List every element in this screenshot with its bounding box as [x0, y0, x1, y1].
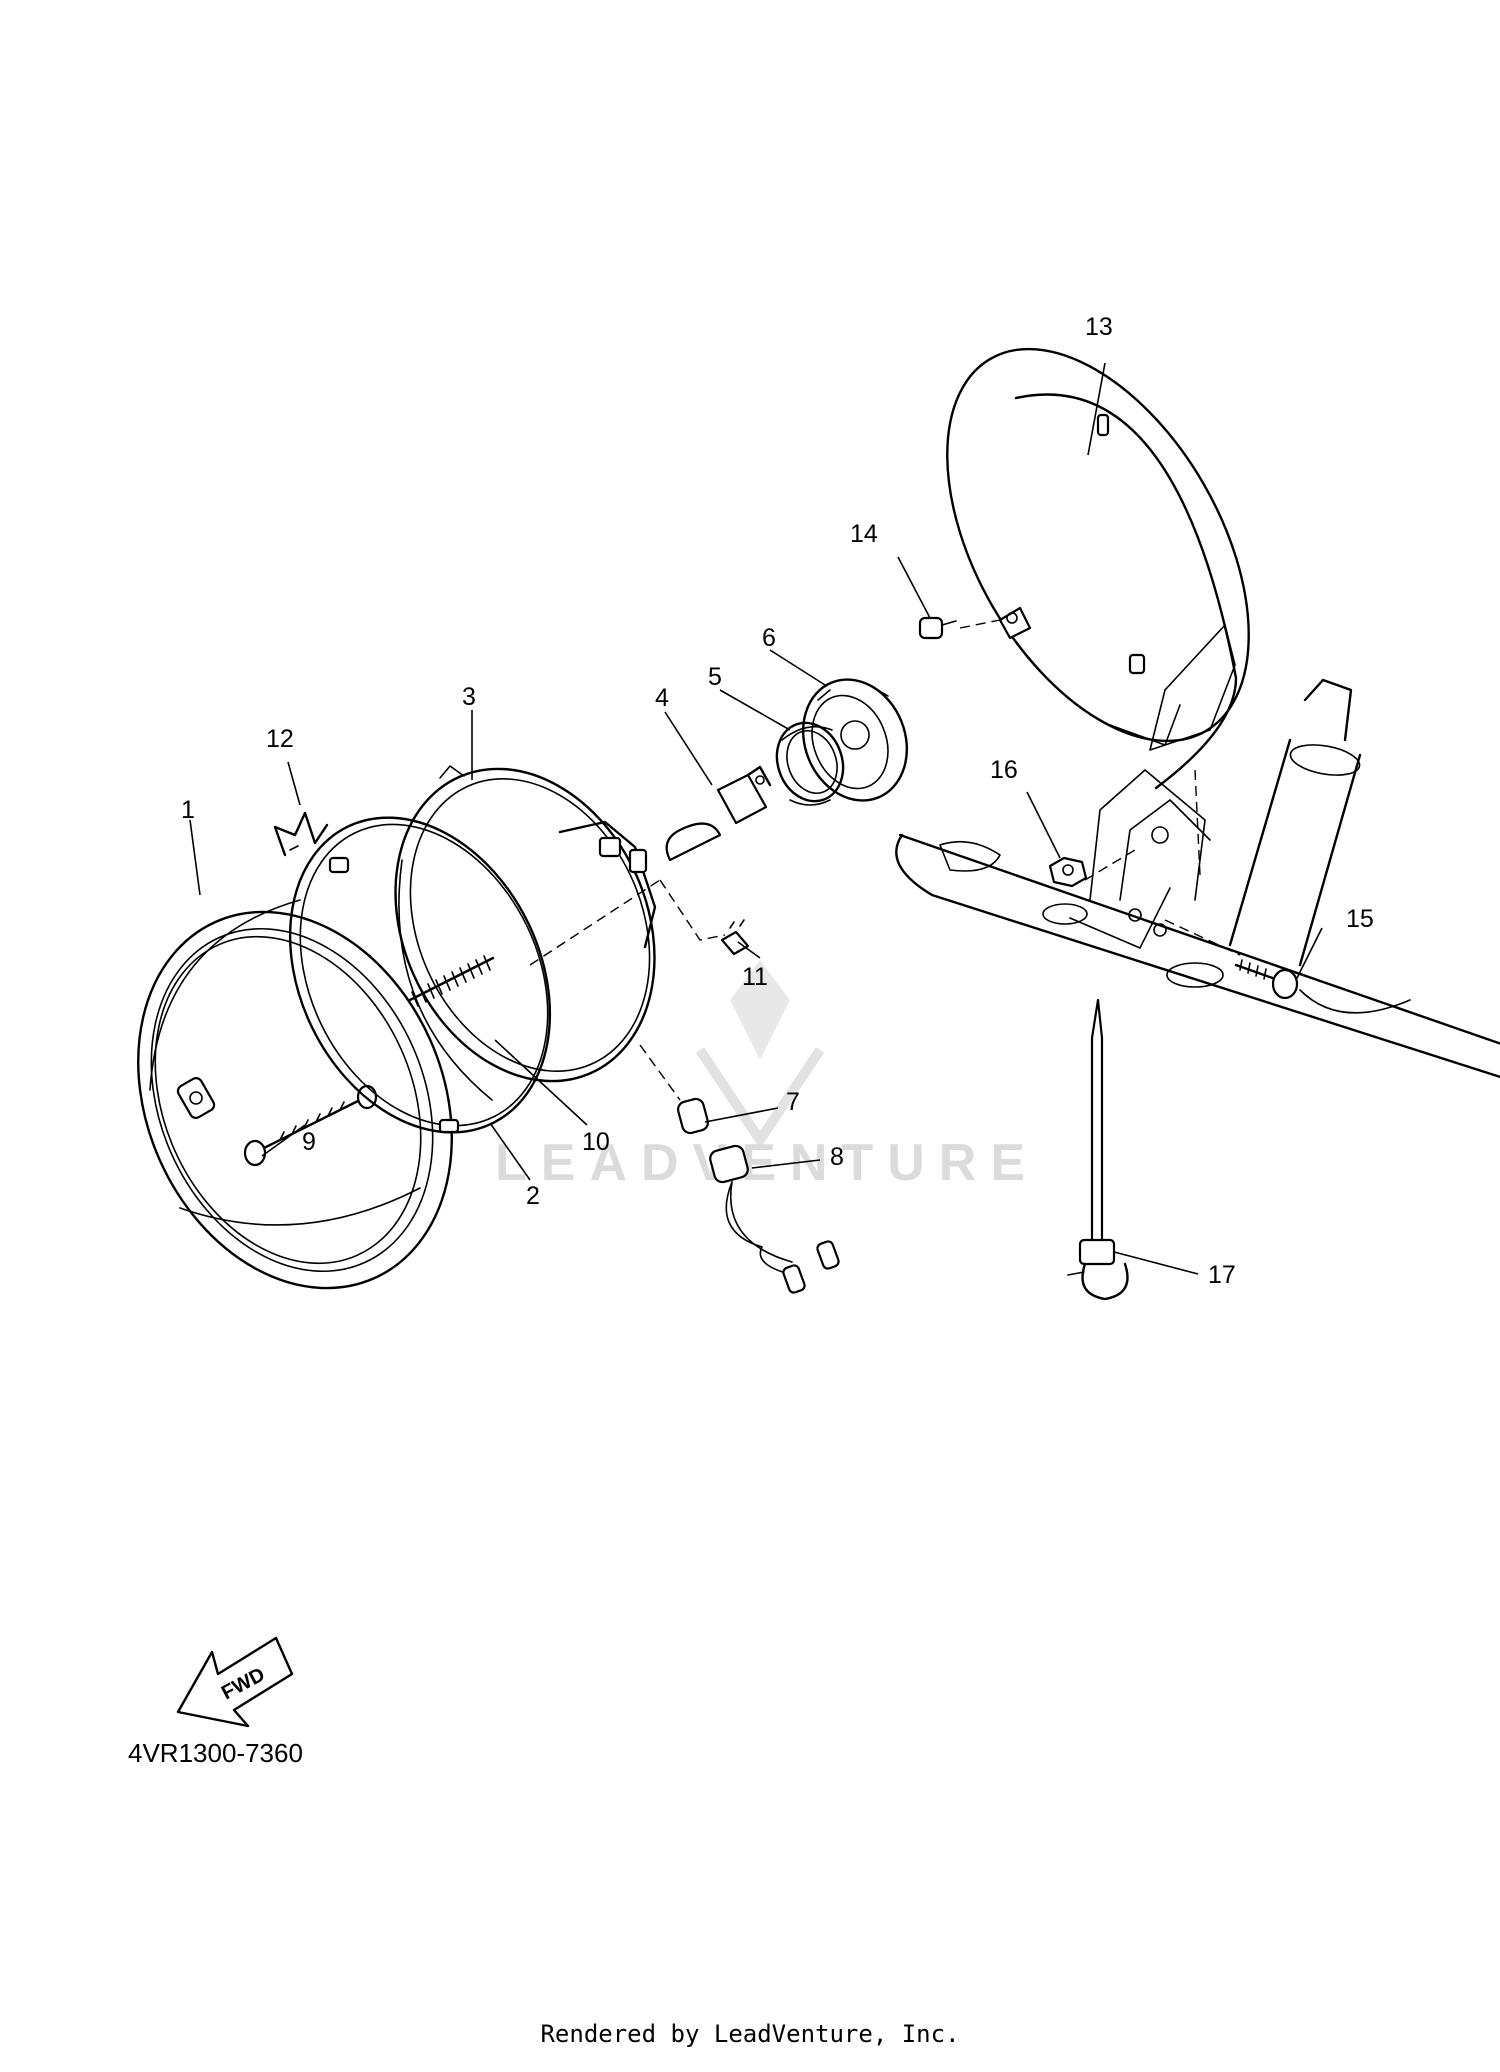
part-4-bulb: [665, 765, 772, 862]
part-17-cable-tie: [1067, 998, 1129, 1301]
fwd-arrow-icon: FWD: [176, 1636, 294, 1728]
part-6-socket-cover: [801, 678, 909, 802]
callouts: 1 2 3 4 5 6 7 8 9 10 11 12 13 14 15 16 1…: [181, 313, 1374, 1289]
callout-9: 9: [302, 1128, 316, 1156]
part-11-clip: [720, 919, 750, 956]
assembly-line-13: [1194, 769, 1201, 876]
part-3-headlight-unit: [394, 765, 657, 1101]
part-16-nut: [1048, 856, 1088, 888]
callout-5: 5: [708, 663, 722, 691]
fork-tube: [1228, 678, 1411, 1014]
frame-bracket: [895, 769, 1500, 1079]
callout-6: 6: [762, 624, 776, 652]
callout-10: 10: [582, 1128, 610, 1156]
part-12-clip: [273, 811, 329, 857]
callout-12: 12: [266, 725, 294, 753]
part-13-housing: [946, 347, 1250, 790]
assembly-line-11: [659, 879, 726, 941]
part-7-bulb: [676, 1097, 710, 1135]
part-5-socket-ring: [775, 721, 845, 806]
render-credit: Rendered by LeadVenture, Inc.: [540, 2020, 960, 2048]
part-2-ring: [288, 816, 552, 1134]
assembly-line-16: [1084, 849, 1136, 881]
callout-3: 3: [462, 683, 476, 711]
assembly-line-14: [959, 619, 1001, 629]
callout-1: 1: [181, 796, 195, 824]
callout-4: 4: [655, 684, 669, 712]
callout-2: 2: [526, 1182, 540, 1210]
watermark-text: LEADVENTURE: [495, 1134, 1039, 1192]
callout-7: 7: [786, 1088, 800, 1116]
assembly-line-socket: [639, 1044, 681, 1101]
callout-16: 16: [990, 756, 1018, 784]
assembly-line-15: [1164, 919, 1241, 956]
diagram-code: 4VR1300-7360: [128, 1738, 303, 1768]
part-10-spring: [408, 955, 495, 1007]
callout-17: 17: [1208, 1261, 1236, 1289]
assembly-line-bulb: [529, 879, 661, 966]
watermark: LEADVENTURE: [495, 960, 1039, 1192]
part-15-bolt: [1234, 959, 1299, 1000]
callout-11: 11: [742, 963, 768, 991]
part-1-rim: [137, 899, 453, 1290]
part-14-bolt: [918, 616, 957, 640]
callout-15: 15: [1346, 905, 1374, 933]
part-8-socket-harness: [709, 1144, 840, 1294]
callout-leaders: [189, 362, 1323, 1275]
callout-14: 14: [850, 520, 878, 548]
callout-8: 8: [830, 1143, 844, 1171]
callout-13: 13: [1085, 313, 1113, 341]
